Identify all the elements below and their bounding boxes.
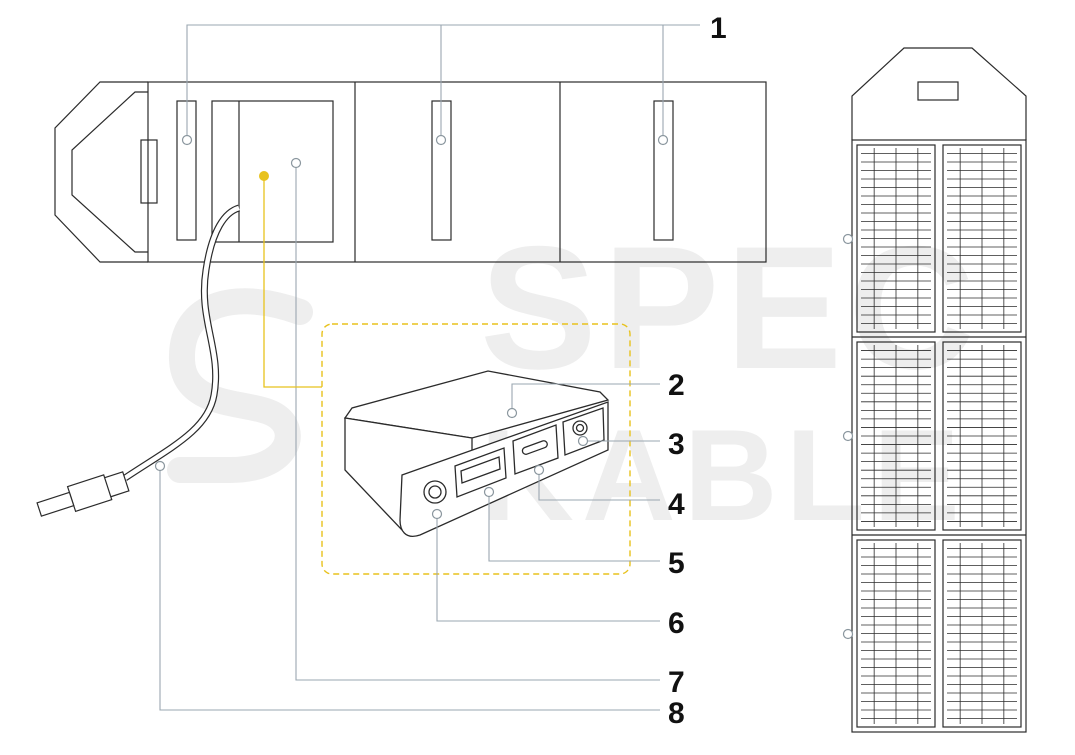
usb-plug xyxy=(36,471,130,517)
panel-tab xyxy=(54,81,148,263)
callout-7: 7 xyxy=(668,666,685,699)
device-highlight-box xyxy=(321,323,631,575)
folded-panel xyxy=(851,47,1027,733)
callout-3: 3 xyxy=(668,428,685,461)
callout-4: 4 xyxy=(668,488,685,521)
solar-cell-block xyxy=(856,341,936,531)
accent-leader xyxy=(263,176,322,388)
pocket-accent-dot xyxy=(259,171,269,181)
solar-cell-block xyxy=(942,539,1022,728)
leader-dots xyxy=(154,134,854,640)
solar-cell-block xyxy=(942,144,1022,333)
callout-8: 8 xyxy=(668,697,685,730)
unfolded-panel xyxy=(36,81,767,517)
callout-1: 1 xyxy=(710,12,727,45)
folded-tab xyxy=(851,47,1027,140)
power-bank-group xyxy=(321,323,631,575)
solar-cell-block xyxy=(942,341,1022,531)
leader-lines xyxy=(159,24,700,711)
panel-body xyxy=(147,81,767,263)
tab-slot xyxy=(140,139,158,204)
callout-6: 6 xyxy=(668,607,685,640)
watermark-logo xyxy=(167,288,313,483)
watermark-line1: SPEC xyxy=(480,211,981,406)
solar-cell-block xyxy=(856,144,936,333)
callout-numbers: 1 2 3 4 5 6 7 8 xyxy=(668,12,727,730)
pocket-outer xyxy=(211,100,334,243)
panel-tab-inner xyxy=(71,91,148,253)
folded-tab-slot xyxy=(917,81,959,101)
callout-2: 2 xyxy=(668,369,685,402)
solar-cell-block xyxy=(856,539,936,728)
callout-5: 5 xyxy=(668,547,685,580)
solar-cells xyxy=(856,144,1022,728)
power-bank xyxy=(343,370,610,537)
